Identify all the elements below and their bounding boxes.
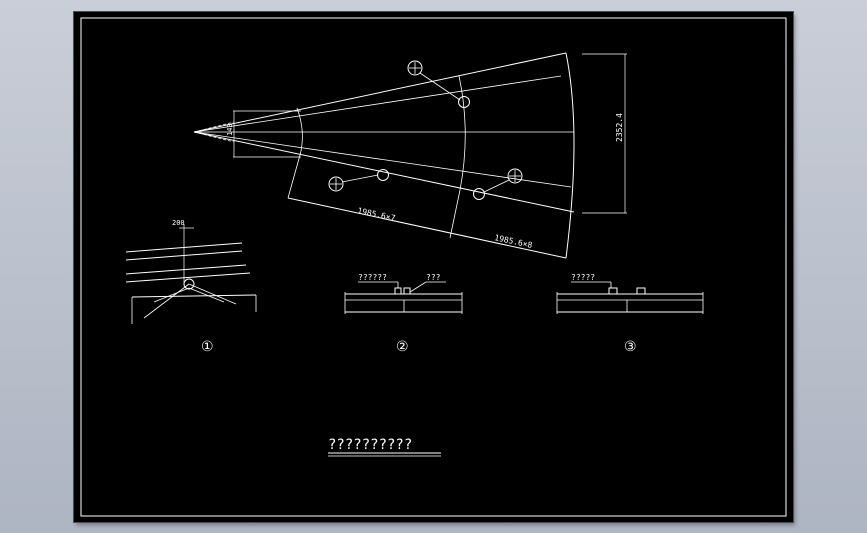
detail-1-dim-label: 200 bbox=[172, 219, 185, 227]
outer-arc bbox=[565, 52, 575, 259]
segment-1-label: 1985.6×7 bbox=[357, 206, 397, 223]
detail-3: ????? ③ bbox=[556, 273, 704, 355]
callout-circle bbox=[328, 176, 344, 192]
arc-height-dimension: 2352.4 bbox=[582, 53, 627, 214]
segment-2-label: 1985.6×8 bbox=[494, 233, 534, 250]
segment-divider bbox=[449, 189, 461, 239]
callout-circle bbox=[507, 168, 523, 184]
detail-3-label-a: ????? bbox=[571, 273, 595, 282]
detail-2-label-b: ??? bbox=[426, 273, 441, 282]
detail-2-number: ② bbox=[396, 339, 409, 355]
tip-dimension: 143 bbox=[226, 110, 301, 158]
inner-arc bbox=[296, 107, 303, 156]
fan-top-edge bbox=[193, 52, 567, 133]
tip-ray bbox=[193, 121, 235, 133]
fan-plan bbox=[193, 52, 575, 259]
callout-circle bbox=[407, 60, 423, 76]
callout-circle bbox=[458, 96, 470, 108]
arc-height-label: 2352.4 bbox=[615, 113, 624, 142]
callout-circle bbox=[473, 188, 485, 200]
fan-inner-line bbox=[193, 131, 572, 188]
fan-bottom-edge bbox=[193, 131, 575, 213]
lower-outline bbox=[287, 197, 567, 259]
middle-arc bbox=[458, 75, 466, 191]
tip-width-label: 143 bbox=[226, 123, 234, 136]
callout-markers bbox=[328, 60, 523, 200]
drawing-viewport[interactable]: 143 2352.4 1985.6×7 1985.6×8 bbox=[74, 12, 793, 522]
drawing-border bbox=[80, 17, 787, 517]
cad-drawing: 143 2352.4 1985.6×7 1985.6×8 bbox=[80, 17, 787, 517]
detail-2: ?????? ??? ② bbox=[344, 273, 463, 355]
fan-inner-line bbox=[193, 75, 562, 133]
detail-2-label-a: ?????? bbox=[358, 273, 387, 282]
detail-1-number: ① bbox=[201, 339, 214, 355]
detail-3-number: ③ bbox=[624, 339, 637, 355]
lower-edge-ext bbox=[287, 154, 301, 199]
detail-1: 200 ① bbox=[125, 219, 257, 355]
drawing-title-block: ?????????? bbox=[328, 437, 441, 457]
callout-circle bbox=[377, 169, 389, 181]
drawing-title: ?????????? bbox=[328, 437, 412, 453]
tip-ray bbox=[193, 131, 235, 143]
